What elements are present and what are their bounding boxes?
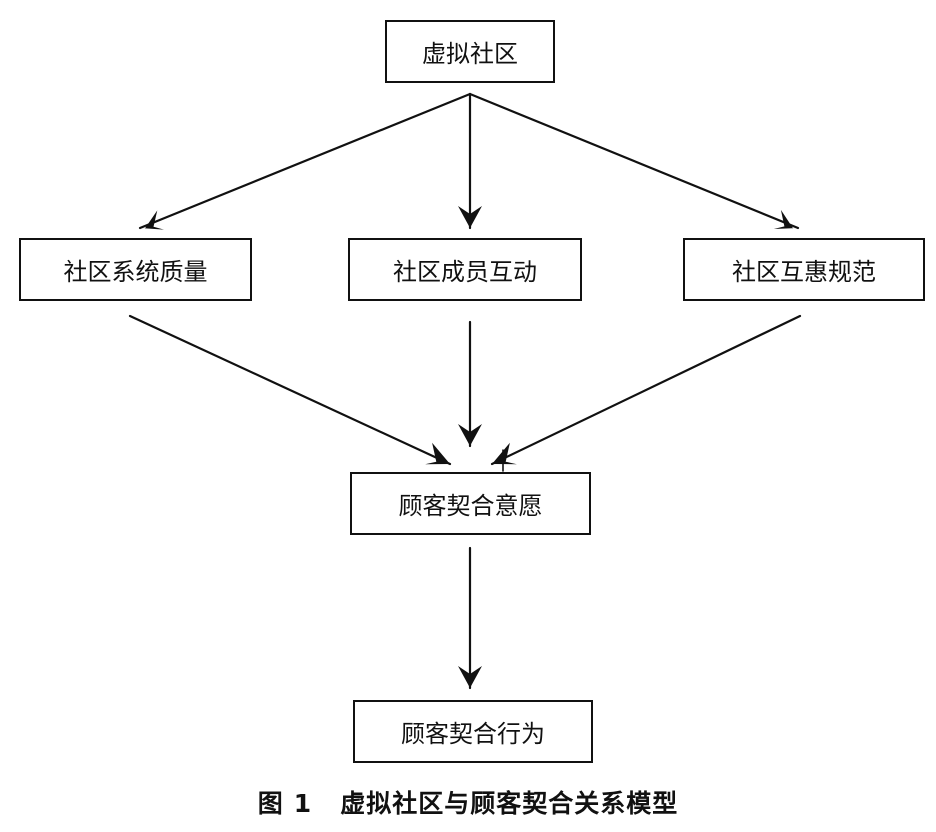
arrowhead-quality-intention	[425, 442, 450, 465]
node-community-system-quality: 社区系统质量	[19, 238, 252, 301]
edge-root-quality	[138, 92, 472, 230]
edge-root-norms	[468, 92, 800, 230]
node-virtual-community-label: 虚拟社区	[422, 40, 518, 68]
node-customer-engagement-intention: 顾客契合意愿	[350, 472, 591, 535]
arrowhead-norms	[773, 209, 798, 229]
figure-caption-label: 图	[257, 789, 284, 818]
figure-caption-number: 1	[293, 789, 313, 818]
node-customer-engagement-behavior: 顾客契合行为	[353, 700, 593, 763]
node-customer-engagement-behavior-label: 顾客契合行为	[401, 720, 545, 748]
edge-quality-intention	[128, 314, 452, 466]
node-community-reciprocity-norms: 社区互惠规范	[683, 238, 925, 301]
node-community-member-interaction-label: 社区成员互动	[393, 258, 537, 286]
arrowhead-interaction	[458, 206, 482, 228]
arrowhead-interaction-intention	[458, 424, 482, 446]
arrowhead-norms-intention	[492, 442, 517, 465]
node-customer-engagement-intention-label: 顾客契合意愿	[398, 492, 543, 520]
node-community-reciprocity-norms-label: 社区互惠规范	[732, 258, 876, 286]
node-community-member-interaction: 社区成员互动	[348, 238, 582, 301]
figure-caption-title: 虚拟社区与顾客契合关系模型	[340, 789, 679, 818]
arrowhead-quality	[140, 210, 164, 230]
arrowhead-behavior	[458, 666, 482, 688]
node-virtual-community: 虚拟社区	[385, 20, 555, 83]
edge-norms-intention	[490, 314, 802, 466]
node-community-system-quality-label: 社区系统质量	[63, 258, 208, 286]
